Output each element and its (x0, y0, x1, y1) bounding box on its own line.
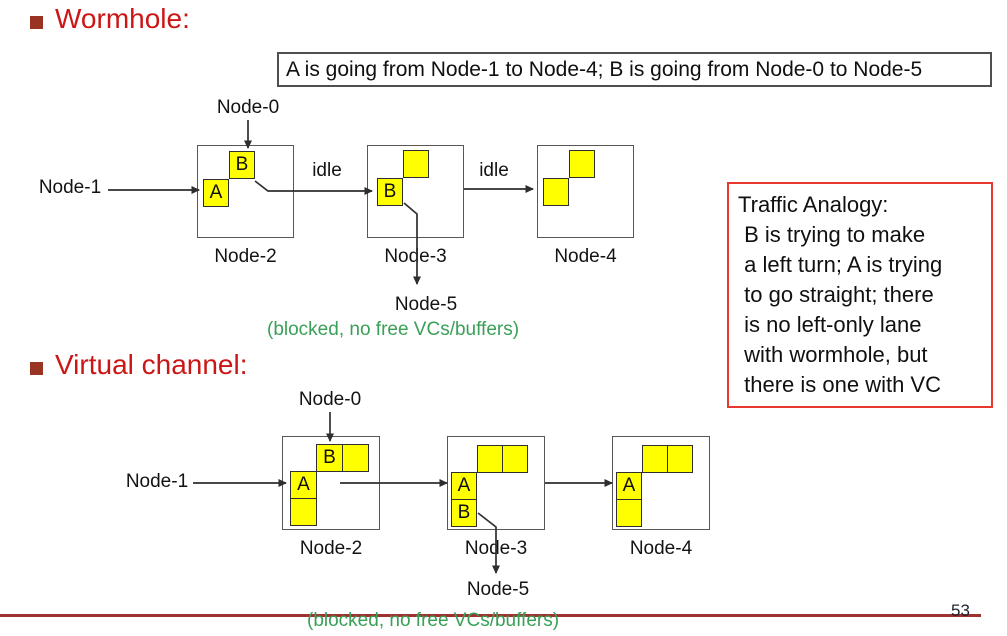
vc-node3-label: Node-3 (464, 538, 528, 559)
section-title-virtual-channel: Virtual channel: (55, 349, 248, 380)
vc-node2-label: Node-2 (299, 538, 363, 559)
section-title-wormhole: Wormhole: (55, 3, 190, 34)
vc-node4-flit-empty-1 (642, 445, 668, 473)
wh-node0-label: Node-0 (216, 97, 280, 118)
wh-idle-label-1: idle (312, 160, 342, 181)
vc-node3-flit-a: A (451, 472, 477, 500)
wh-node4-flit-empty-top (569, 150, 595, 178)
wh-node3-flit-empty (403, 150, 429, 178)
vc-node3-flit-b: B (451, 499, 477, 527)
vc-node2-flit-empty-below (290, 498, 317, 526)
vc-node4-flit-empty-below (616, 499, 642, 527)
vc-node4-flit-empty-2 (667, 445, 693, 473)
wh-node2-label: Node-2 (214, 246, 277, 267)
wh-node4-flit-empty-bottom (543, 178, 569, 206)
wh-idle-label-2: idle (479, 160, 509, 181)
vc-node3-flit-empty-2 (502, 445, 528, 473)
wh-node4-box (537, 145, 634, 238)
wh-node1-label: Node-1 (38, 177, 102, 198)
bullet-square-icon (30, 16, 43, 29)
traffic-analogy-box: Traffic Analogy: B is trying to make a l… (727, 182, 993, 408)
wh-node2-flit-b: B (229, 151, 255, 179)
wh-node4-label: Node-4 (554, 246, 617, 267)
vc-node4-label: Node-4 (629, 538, 693, 559)
vc-node5-label: Node-5 (466, 579, 530, 600)
vc-node2-flit-a: A (290, 471, 317, 499)
route-info-box: A is going from Node-1 to Node-4; B is g… (277, 52, 992, 87)
vc-node3-flit-empty-1 (477, 445, 503, 473)
bullet-square-icon (30, 362, 43, 375)
vc-node2-flit-b: B (316, 444, 343, 472)
traffic-analogy-text: Traffic Analogy: B is trying to make a l… (738, 192, 943, 397)
vc-node2-flit-empty (342, 444, 369, 472)
vc-node0-label: Node-0 (298, 389, 362, 410)
footer-divider-line (0, 614, 981, 617)
vc-node1-label: Node-1 (125, 471, 189, 492)
route-info-text: A is going from Node-1 to Node-4; B is g… (286, 57, 923, 81)
wh-blocked-note: (blocked, no free VCs/buffers) (267, 319, 520, 340)
wh-node3-flit-b: B (377, 178, 403, 206)
wh-node3-label: Node-3 (384, 246, 447, 267)
page-number: 53 (951, 601, 970, 620)
wh-node2-flit-a: A (203, 179, 229, 207)
vc-node4-flit-a: A (616, 472, 642, 500)
wh-node5-label: Node-5 (394, 294, 458, 315)
vc-blocked-note: (blocked, no free VCs/buffers) (307, 610, 560, 631)
